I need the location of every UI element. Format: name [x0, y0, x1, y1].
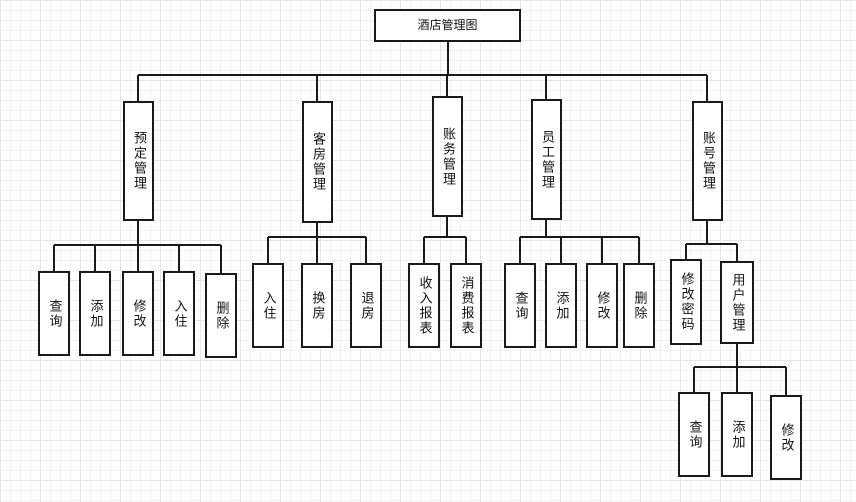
node-booking-edit: 修改: [122, 271, 154, 356]
node-booking-management: 预定管理: [123, 101, 154, 221]
node-change-password: 修改密码: [670, 259, 702, 345]
node-booking-delete: 删除: [205, 273, 237, 358]
node-staff-edit: 修改: [586, 263, 618, 348]
node-accounting-management: 账务管理: [432, 96, 463, 217]
node-staff-delete: 删除: [623, 263, 655, 348]
node-booking-checkin: 入住: [163, 271, 195, 356]
node-expense-report: 消费报表: [450, 263, 482, 348]
node-user-add: 添加: [721, 392, 753, 477]
node-room-checkout: 退房: [350, 263, 382, 348]
node-user-edit: 修改: [770, 395, 802, 480]
node-staff-query: 查询: [504, 263, 536, 348]
node-room-management: 客房管理: [302, 101, 333, 223]
root-node: 酒店管理图: [374, 9, 521, 42]
node-booking-query: 查询: [38, 271, 70, 356]
node-account-management: 账号管理: [692, 101, 723, 221]
node-user-query: 查询: [678, 392, 710, 477]
node-room-checkin: 入住: [252, 263, 284, 348]
node-income-report: 收入报表: [408, 263, 440, 348]
node-staff-management: 员工管理: [531, 99, 562, 220]
node-room-change: 换房: [301, 263, 333, 348]
node-booking-add: 添加: [79, 271, 111, 356]
node-user-management: 用户管理: [720, 261, 754, 344]
node-staff-add: 添加: [545, 263, 577, 348]
